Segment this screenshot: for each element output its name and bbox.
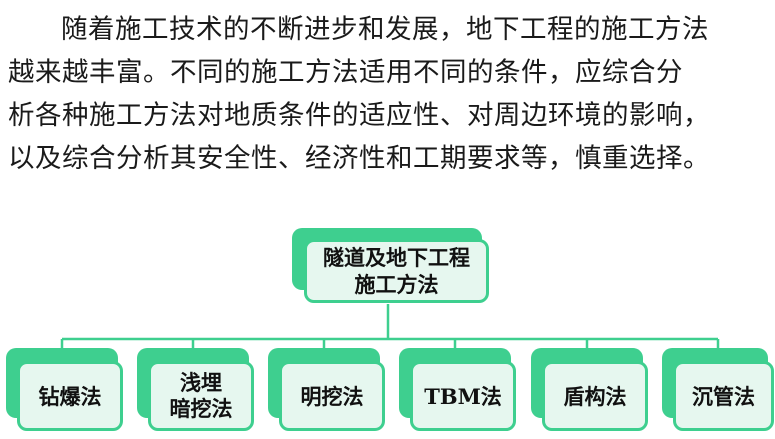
paragraph-line: 析各种施工方法对地质条件的适应性、对周边环境的影响， bbox=[8, 100, 710, 131]
child-node-label: TBM法 bbox=[424, 383, 502, 409]
child-node-label-line1: 浅埋 bbox=[180, 370, 222, 395]
child-node-box: 沉管法 bbox=[673, 361, 774, 431]
root-node-label-line2: 施工方法 bbox=[354, 272, 439, 297]
root-node-label-line1: 隧道及地下工程 bbox=[323, 245, 470, 270]
child-node-tbm: TBM法 bbox=[399, 348, 517, 436]
root-node-box: 隧道及地下工程 施工方法 bbox=[304, 239, 489, 303]
child-node-label-line2: 暗挖法 bbox=[169, 396, 233, 421]
intro-paragraph: 随着施工技术的不断进步和发展，地下工程的施工方法 越来越丰富。不同的施工方法适用… bbox=[8, 8, 768, 180]
child-node-box: 盾构法 bbox=[542, 361, 648, 431]
paragraph-line: 随着施工技术的不断进步和发展，地下工程的施工方法 bbox=[61, 14, 709, 45]
child-node-label: 沉管法 bbox=[692, 383, 755, 409]
paragraph-line: 越来越丰富。不同的施工方法适用不同的条件，应综合分 bbox=[8, 57, 683, 88]
child-node-open-cut: 明挖法 bbox=[268, 348, 386, 436]
child-node-box: 浅埋 暗挖法 bbox=[148, 361, 254, 431]
child-node-drill-blast: 钻爆法 bbox=[6, 348, 124, 436]
child-node-immersed-tube: 沉管法 bbox=[662, 348, 775, 436]
child-node-shield: 盾构法 bbox=[531, 348, 649, 436]
child-node-label: 盾构法 bbox=[563, 383, 627, 409]
child-node-box: TBM法 bbox=[410, 361, 516, 431]
child-node-label: 钻爆法 bbox=[38, 383, 102, 409]
root-node: 隧道及地下工程 施工方法 bbox=[292, 228, 497, 308]
child-node-shallow-mining: 浅埋 暗挖法 bbox=[137, 348, 255, 436]
child-node-box: 钻爆法 bbox=[17, 361, 123, 431]
paragraph-line: 以及综合分析其安全性、经济性和工期要求等，慎重选择。 bbox=[8, 143, 710, 174]
child-node-label: 明挖法 bbox=[300, 383, 364, 409]
child-node-box: 明挖法 bbox=[279, 361, 385, 431]
